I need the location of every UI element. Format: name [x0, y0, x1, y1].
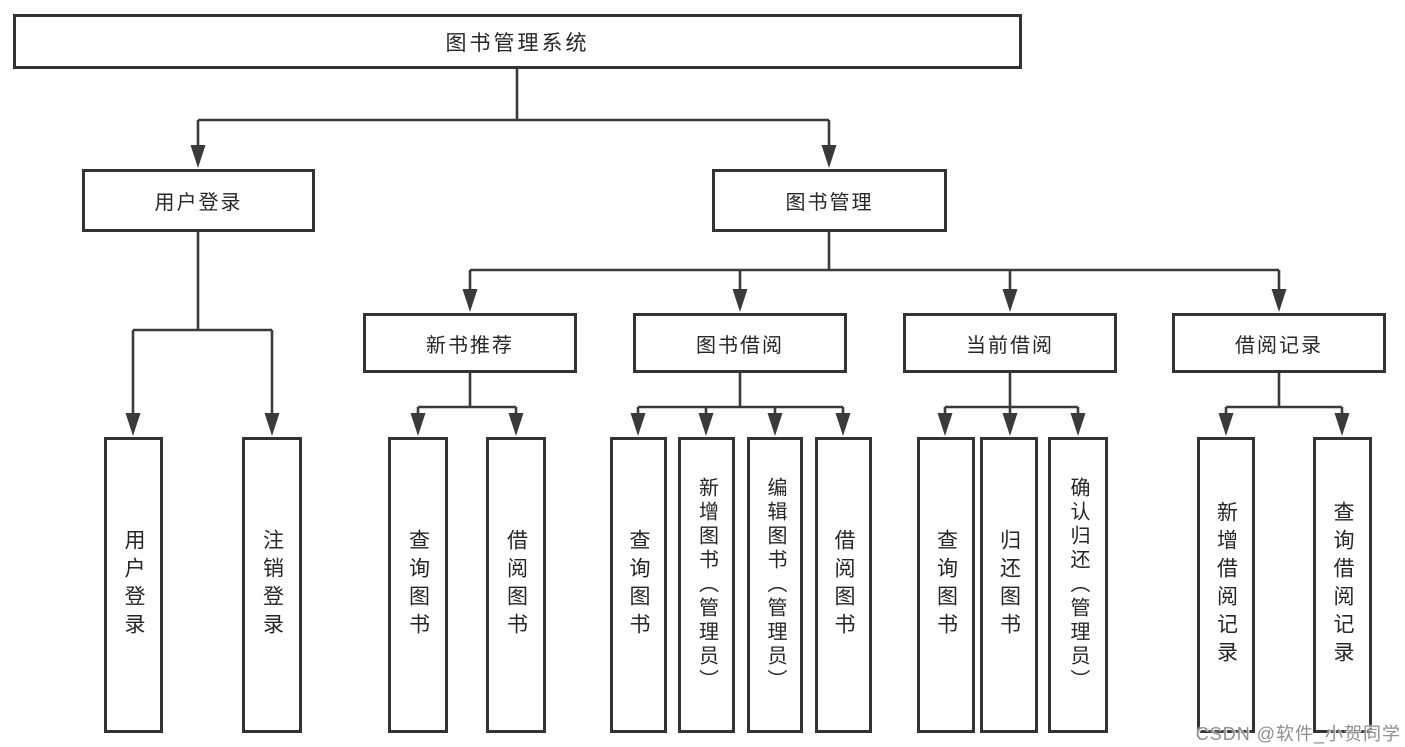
node-borrow-records: 借阅记录 [1172, 313, 1386, 373]
leaf-query-books-3-label: 查询图书 [934, 529, 958, 641]
node-book-mgmt-label: 图书管理 [785, 192, 874, 214]
leaf-query-borrow-record: 查询借阅记录 [1313, 437, 1372, 733]
node-user-login-label: 用户登录 [154, 192, 243, 214]
leaf-borrow-books-2-label: 借阅图书 [832, 529, 855, 641]
node-current-borrow: 当前借阅 [903, 313, 1117, 373]
node-user-login: 用户登录 [82, 169, 315, 232]
leaf-query-books-1: 查询图书 [388, 437, 448, 733]
node-book-borrow-label: 图书借阅 [696, 334, 784, 357]
watermark: CSDN @软件_小贺同学 [1195, 724, 1401, 744]
leaf-user-login-label: 用户登录 [122, 529, 145, 641]
node-book-borrow: 图书借阅 [633, 313, 847, 373]
leaf-borrow-books-2: 借阅图书 [815, 437, 872, 733]
node-new-book-recommend-label: 新书推荐 [426, 334, 514, 357]
leaf-edit-book-admin: 编辑图书（管理员） [747, 437, 803, 733]
leaf-confirm-return-admin: 确认归还（管理员） [1048, 437, 1108, 733]
leaf-query-borrow-record-label: 查询借阅记录 [1331, 501, 1354, 669]
leaf-user-login: 用户登录 [104, 437, 163, 733]
node-new-book-recommend: 新书推荐 [363, 313, 577, 373]
leaf-borrow-books-1-label: 借阅图书 [504, 529, 528, 641]
leaf-borrow-books-1: 借阅图书 [486, 437, 546, 733]
leaf-return-book: 归还图书 [980, 437, 1038, 733]
leaf-edit-book-admin-label: 编辑图书（管理员） [764, 477, 786, 693]
node-root: 图书管理系统 [13, 14, 1022, 69]
leaf-return-book-label: 归还图书 [997, 529, 1021, 641]
node-book-mgmt: 图书管理 [712, 169, 947, 232]
node-current-borrow-label: 当前借阅 [966, 334, 1054, 357]
leaf-logout: 注销登录 [242, 437, 302, 733]
leaf-add-borrow-record-label: 新增借阅记录 [1214, 501, 1238, 669]
leaf-query-books-3: 查询图书 [917, 437, 975, 733]
leaf-query-books-1-label: 查询图书 [406, 529, 430, 641]
node-borrow-records-label: 借阅记录 [1235, 334, 1323, 357]
leaf-add-book-admin: 新增图书（管理员） [678, 437, 735, 733]
leaf-confirm-return-admin-label: 确认归还（管理员） [1067, 477, 1089, 693]
node-root-label: 图书管理系统 [445, 31, 590, 55]
leaf-logout-label: 注销登录 [260, 529, 284, 641]
leaf-query-books-2: 查询图书 [610, 437, 667, 733]
leaf-add-book-admin-label: 新增图书（管理员） [695, 477, 718, 693]
leaf-add-borrow-record: 新增借阅记录 [1197, 437, 1255, 733]
leaf-query-books-2-label: 查询图书 [627, 529, 650, 641]
